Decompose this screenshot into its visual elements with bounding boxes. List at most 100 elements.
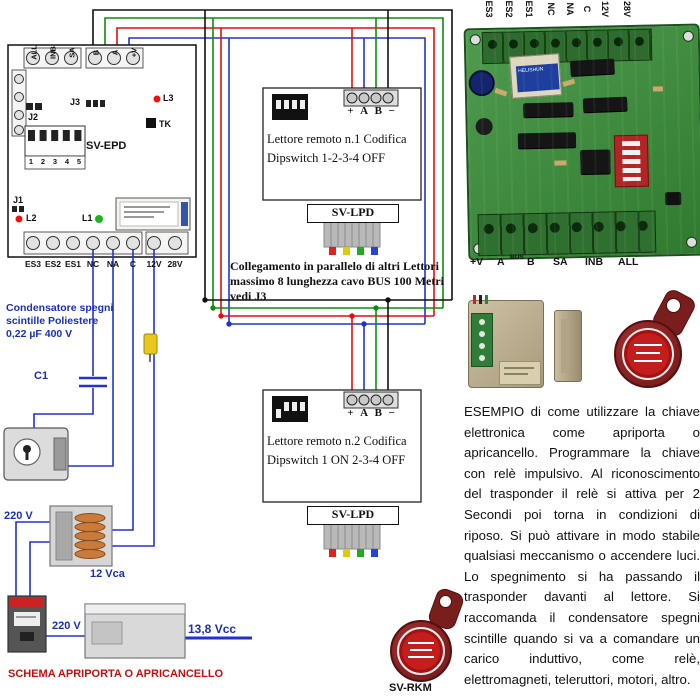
pcb-photo: ES3 ES2 ES1 NC NA C 12V 28V HELISHUN <box>460 0 700 292</box>
electrolytic-capacitor <box>468 69 496 97</box>
ic-chip <box>517 132 577 149</box>
transistor <box>665 191 682 206</box>
j1-label: J1 <box>13 195 24 205</box>
reader2-connector-label: SV-LPD <box>307 506 399 525</box>
bterm-es1: ES1 <box>64 259 82 269</box>
j2-label: J2 <box>28 112 39 122</box>
sticker-line <box>504 367 534 369</box>
pcb-dipswitch-toggles <box>621 140 641 182</box>
reader-module-body <box>468 295 544 388</box>
main-board-components <box>12 95 191 231</box>
pcb-mount-hole <box>469 34 481 46</box>
sticker-line <box>636 352 660 354</box>
l3-label: L3 <box>163 93 174 103</box>
bterm-es3: ES3 <box>24 259 42 269</box>
transformer <box>49 505 113 567</box>
wire-red <box>473 295 476 304</box>
reader2-title: Lettore remoto n.2 Codifica Dipswitch 1 … <box>267 432 419 470</box>
tk-button-icon <box>146 118 156 128</box>
reader2-term-b: B <box>374 407 382 419</box>
reader2-terminal-labels: + A B − <box>344 407 398 419</box>
wire-black <box>479 295 482 304</box>
mains-220v-label-2: 220 V <box>52 620 81 632</box>
ic-chip <box>570 58 615 77</box>
spark-capacitor-icon <box>143 333 158 362</box>
j3-label: J3 <box>70 97 81 107</box>
resistor <box>562 78 576 87</box>
pcb-bottom-terminal-strip <box>477 210 657 257</box>
pcb-top-na: NA <box>565 2 575 16</box>
black-capacitor <box>475 117 493 136</box>
dip-number: 3 <box>52 157 58 166</box>
keyfob-sticker <box>622 328 674 380</box>
bus-junction-dots <box>202 297 391 327</box>
led-l3-icon <box>153 95 161 103</box>
l2-label: L2 <box>26 213 37 223</box>
pcb-mount-hole <box>686 236 698 248</box>
pcb-top-es1: ES1 <box>524 0 534 18</box>
pcb-top-es2: ES2 <box>504 0 514 18</box>
pcb-top-es3: ES3 <box>484 0 494 18</box>
ic-chip <box>523 102 574 118</box>
board-terminal-b: B <box>91 49 101 56</box>
resistor <box>494 87 508 97</box>
keyfob-photo-bottom <box>386 586 466 684</box>
pcb-bottom-b: B <box>527 256 535 268</box>
j3-jumper-icon <box>86 100 91 107</box>
reader2-box <box>262 389 422 503</box>
board-terminal-all: ALL <box>29 45 39 60</box>
reader-module-photo <box>462 294 612 394</box>
spark-capacitor-note: Condensatore spegni scintille Poliestere… <box>6 302 114 340</box>
dip-numbers-row: 1 2 3 4 5 <box>25 157 85 166</box>
pcb-bottom-all: ALL <box>618 256 639 268</box>
bterm-na: NA <box>106 259 120 269</box>
reader1-terminal-labels: + A B − <box>344 105 398 117</box>
reader2-term-a: A <box>360 407 369 419</box>
dip-number: 1 <box>28 157 34 166</box>
schematic-footer-title: SCHEMA APRIPORTA O APRICANCELLO <box>8 668 224 680</box>
capacitor-c1-symbol <box>79 376 107 388</box>
relay: HELISHUN <box>509 53 563 99</box>
bterm-nc: NC <box>86 259 100 269</box>
dip-number: 5 <box>76 157 82 166</box>
led-l2-icon <box>15 215 23 223</box>
reader2-term-minus: − <box>388 407 395 419</box>
relay-icon <box>115 197 191 231</box>
reader2-ribbon-cable <box>323 522 381 557</box>
reader2-title-line2: Dipswitch 1 ON 2-3-4 OFF <box>267 453 406 467</box>
reader-terminal-screws <box>479 319 485 325</box>
pcb-bottom-bus: BUS <box>510 254 524 261</box>
bterm-28v: 28V <box>167 259 183 269</box>
reader2-term-plus: + <box>347 407 354 419</box>
bterm-12v: 12V <box>146 259 162 269</box>
pcb-bottom-inb: INB <box>585 256 604 268</box>
load-wiring <box>15 250 155 637</box>
resistor <box>652 86 663 92</box>
bus-wires <box>92 9 453 392</box>
bterm-c: C <box>129 259 137 269</box>
relay-label: HELISHUN <box>515 63 560 93</box>
reader1-box <box>262 87 422 201</box>
keyfob-photo-top <box>606 286 698 392</box>
reader-terminal-block <box>471 313 493 367</box>
sticker-line <box>408 642 434 644</box>
led-l1-icon <box>95 215 103 223</box>
wire-green <box>485 295 488 304</box>
mains-220v-label-1: 220 V <box>4 510 33 522</box>
reader-module-side-view <box>554 310 582 382</box>
bus-parallel-note: Collegamento in parallelo di altri Letto… <box>230 259 444 303</box>
circuit-breaker <box>7 595 47 653</box>
j1-jumper-icon <box>12 206 17 212</box>
board-model-label: SV-EPD <box>86 140 127 152</box>
reader-sticker <box>499 361 541 385</box>
sticker-line <box>634 344 662 346</box>
psu-output-label: 13,8 Vcc <box>188 622 237 636</box>
pcb-top-12v: 12V <box>600 0 610 17</box>
example-paragraph: ESEMPIO di come utilizzare la chiave ele… <box>464 404 700 687</box>
tk-label: TK <box>159 119 171 129</box>
reader1-connector-label: SV-LPD <box>307 204 399 223</box>
sticker-line <box>408 656 434 658</box>
reader1-title: Lettore remoto n.1 Codifica Dipswitch 1-… <box>267 130 419 168</box>
